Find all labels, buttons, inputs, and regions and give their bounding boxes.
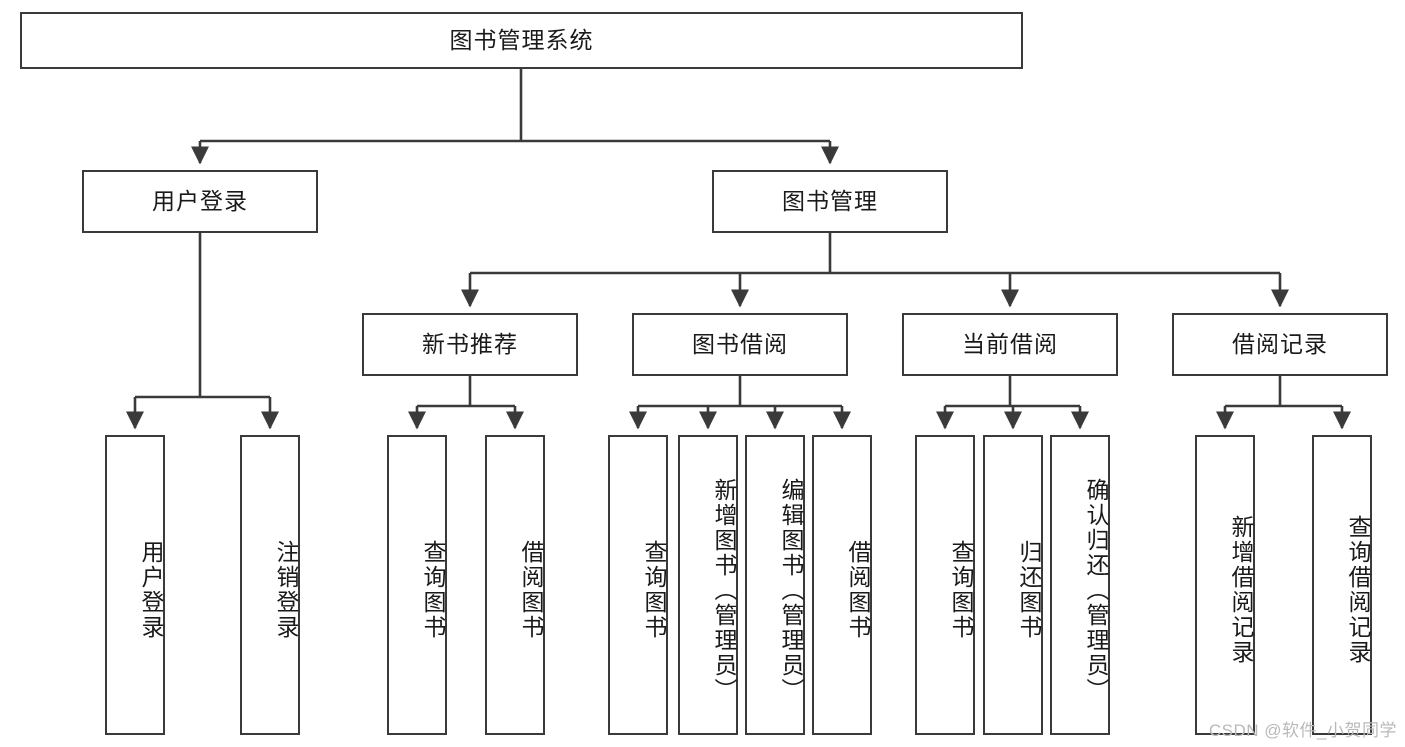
leaf-query-book-current[interactable]: 查询图书 bbox=[915, 435, 975, 735]
leaf-edit-book-admin[interactable]: 编辑图书（管理员） bbox=[745, 435, 805, 735]
leaf-logout[interactable]: 注销登录 bbox=[240, 435, 300, 735]
node-label: 查询借阅记录 bbox=[1345, 515, 1371, 665]
leaf-add-borrow-record[interactable]: 新增借阅记录 bbox=[1195, 435, 1255, 735]
node-label: 图书管理 bbox=[782, 187, 878, 214]
node-user-login[interactable]: 用户登录 bbox=[82, 170, 318, 233]
leaf-query-borrow-record[interactable]: 查询借阅记录 bbox=[1312, 435, 1372, 735]
leaf-borrow-book-newbook[interactable]: 借阅图书 bbox=[485, 435, 545, 735]
node-label: 编辑图书（管理员） bbox=[778, 477, 804, 703]
node-label: 新书推荐 bbox=[422, 330, 518, 357]
node-label: 查询图书 bbox=[420, 540, 446, 640]
node-label: 借阅图书 bbox=[845, 540, 871, 640]
node-label: 查询图书 bbox=[948, 540, 974, 640]
node-root-book-management-system[interactable]: 图书管理系统 bbox=[20, 12, 1023, 69]
leaf-return-book[interactable]: 归还图书 bbox=[983, 435, 1043, 735]
leaf-query-book-newbook[interactable]: 查询图书 bbox=[387, 435, 447, 735]
node-label: 新增图书（管理员） bbox=[711, 477, 737, 703]
leaf-borrow-book[interactable]: 借阅图书 bbox=[812, 435, 872, 735]
node-new-book-recommend[interactable]: 新书推荐 bbox=[362, 313, 578, 376]
node-label: 用户登录 bbox=[138, 540, 164, 640]
leaf-add-book-admin[interactable]: 新增图书（管理员） bbox=[678, 435, 738, 735]
node-label: 当前借阅 bbox=[962, 330, 1058, 357]
node-label: 归还图书 bbox=[1016, 540, 1042, 640]
leaf-confirm-return-admin[interactable]: 确认归还（管理员） bbox=[1050, 435, 1110, 735]
node-borrow-record[interactable]: 借阅记录 bbox=[1172, 313, 1388, 376]
leaf-query-book-borrow[interactable]: 查询图书 bbox=[608, 435, 668, 735]
node-book-management[interactable]: 图书管理 bbox=[712, 170, 948, 233]
csdn-watermark: CSDN @软件_小贺同学 bbox=[1208, 721, 1397, 740]
node-book-borrow[interactable]: 图书借阅 bbox=[632, 313, 848, 376]
node-label: 新增借阅记录 bbox=[1228, 515, 1254, 665]
node-label: 图书管理系统 bbox=[449, 26, 594, 53]
node-current-borrow[interactable]: 当前借阅 bbox=[902, 313, 1118, 376]
node-label: 注销登录 bbox=[273, 540, 299, 640]
node-label: 查询图书 bbox=[641, 540, 667, 640]
node-label: 确认归还（管理员） bbox=[1083, 477, 1109, 703]
node-label: 用户登录 bbox=[152, 187, 248, 214]
node-label: 借阅记录 bbox=[1232, 330, 1328, 357]
node-label: 图书借阅 bbox=[692, 330, 788, 357]
node-label: 借阅图书 bbox=[518, 540, 544, 640]
leaf-user-login[interactable]: 用户登录 bbox=[105, 435, 165, 735]
